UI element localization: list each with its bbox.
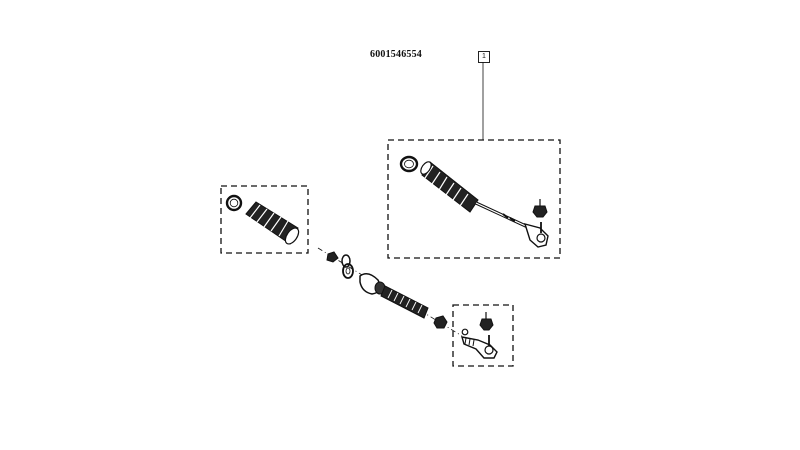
tie-rod-end-icon — [461, 335, 498, 359]
tie-rod-end-dashed-box — [452, 304, 514, 367]
part-number-label: 6001546554 — [370, 49, 422, 60]
tie-rod-icon — [475, 201, 531, 230]
o-ring-icon — [225, 194, 243, 212]
nut-icon — [326, 251, 339, 263]
assembly-dashed-box — [387, 139, 561, 259]
washer-icon — [341, 254, 354, 279]
tie-rod-icon — [359, 273, 429, 319]
boot-dashed-box — [220, 185, 309, 254]
bellows-boot-icon — [245, 201, 300, 245]
washer-icon — [461, 328, 469, 336]
o-ring-icon — [399, 155, 419, 173]
nut-icon — [532, 199, 548, 218]
bellows-boot-icon — [420, 161, 479, 213]
tie-rod-end-icon — [523, 222, 549, 248]
nut-icon — [479, 312, 494, 331]
nut-icon — [433, 315, 448, 329]
callout-box: 1 — [478, 51, 490, 63]
